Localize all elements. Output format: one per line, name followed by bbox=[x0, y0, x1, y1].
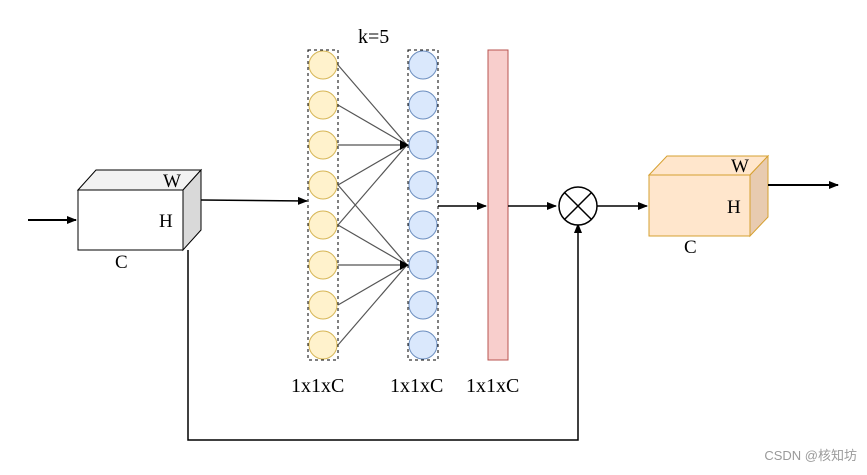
connection-line bbox=[337, 184, 408, 266]
skip-connection-arrow bbox=[187, 223, 582, 441]
blue-nodes bbox=[408, 50, 438, 360]
yellow-layer-box bbox=[307, 49, 339, 361]
multiply-cross bbox=[564, 192, 592, 220]
output-block-front bbox=[648, 174, 751, 237]
input-c-label: C bbox=[115, 252, 128, 273]
output-w-label: W bbox=[731, 156, 749, 177]
connections bbox=[337, 64, 408, 346]
connection-line bbox=[337, 264, 408, 306]
blue-node bbox=[408, 90, 438, 120]
output-c-label: C bbox=[684, 237, 697, 258]
blue-node bbox=[408, 330, 438, 360]
yellow-node bbox=[308, 90, 338, 120]
blue-node bbox=[408, 170, 438, 200]
blue-node bbox=[408, 290, 438, 320]
input-block-front bbox=[77, 189, 184, 251]
connection-line bbox=[337, 144, 408, 226]
yellow-node bbox=[308, 170, 338, 200]
blue-layer-box bbox=[407, 49, 439, 361]
blue-node bbox=[408, 250, 438, 280]
connection-line bbox=[337, 264, 408, 346]
connection-arrowhead bbox=[400, 260, 409, 270]
k-label: k=5 bbox=[358, 26, 389, 48]
connection-line bbox=[337, 104, 408, 146]
connection-arrowhead bbox=[400, 140, 409, 150]
yellow-layer-label: 1x1xC bbox=[291, 375, 344, 397]
multiply-node bbox=[558, 186, 598, 226]
bar-layer-label: 1x1xC bbox=[466, 375, 519, 397]
cube-to-layer-arrow bbox=[200, 196, 308, 205]
yellow-node bbox=[308, 210, 338, 240]
output-block-top bbox=[647, 155, 770, 176]
output-block: W H C bbox=[647, 154, 770, 258]
yellow-node bbox=[308, 130, 338, 160]
blue-layer-label: 1x1xC bbox=[390, 375, 443, 397]
yellow-node bbox=[308, 50, 338, 80]
input-w-label: W bbox=[163, 171, 181, 192]
watermark: CSDN @核知坊 bbox=[764, 448, 857, 463]
yellow-node bbox=[308, 250, 338, 280]
connection-line bbox=[337, 144, 408, 186]
blue-node bbox=[408, 210, 438, 240]
connection-line bbox=[337, 64, 408, 146]
blue-node bbox=[408, 130, 438, 160]
sigmoid-bar bbox=[487, 49, 509, 361]
yellow-node bbox=[308, 290, 338, 320]
blue-node bbox=[408, 50, 438, 80]
connection-line bbox=[337, 224, 408, 266]
input-h-label: H bbox=[159, 211, 173, 232]
yellow-nodes bbox=[308, 50, 338, 360]
yellow-node bbox=[308, 330, 338, 360]
output-h-label: H bbox=[727, 197, 741, 218]
input-block-top bbox=[76, 169, 203, 191]
input-block: W H C bbox=[76, 168, 203, 273]
